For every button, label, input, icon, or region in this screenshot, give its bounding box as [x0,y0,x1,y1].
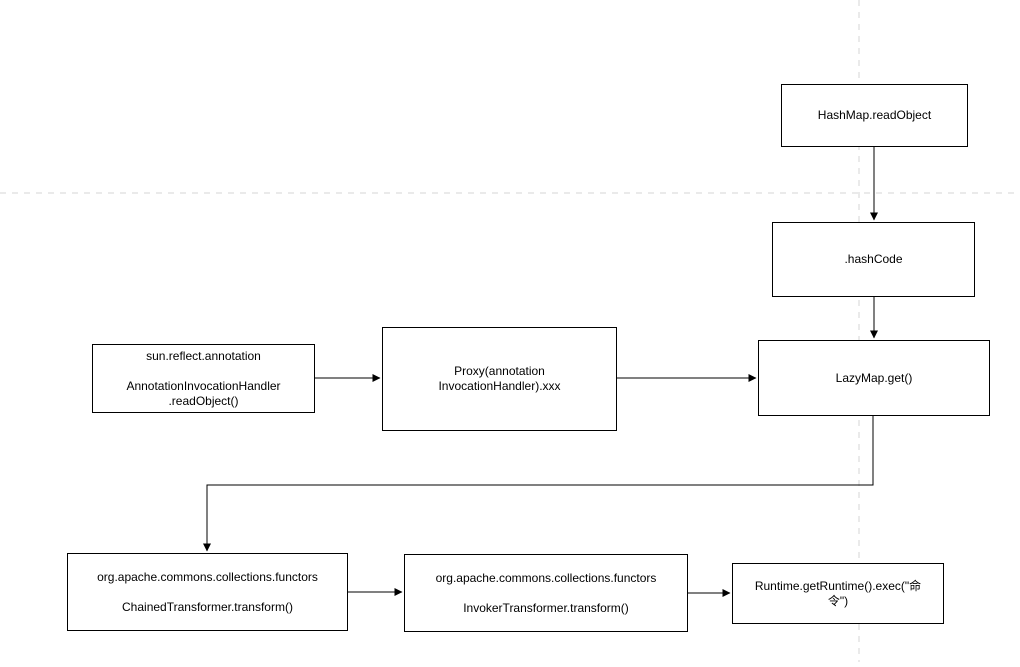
node-hashcode[interactable]: .hashCode [772,222,975,297]
node-lazymap-get[interactable]: LazyMap.get() [758,340,990,416]
node-proxy-label: Proxy(annotation InvocationHandler).xxx [438,364,561,393]
node-runtime-exec-label: Runtime.getRuntime().exec("命 令") [754,578,922,608]
node-annotation-invocation-handler-label: sun.reflect.annotation AnnotationInvocat… [126,348,281,408]
node-proxy[interactable]: Proxy(annotation InvocationHandler).xxx [382,327,617,431]
node-hashmap-readobject[interactable]: HashMap.readObject [781,84,968,147]
node-invoker-transformer-label: org.apache.commons.collections.functors … [435,570,657,615]
node-chained-transformer[interactable]: org.apache.commons.collections.functors … [67,553,348,631]
node-runtime-exec[interactable]: Runtime.getRuntime().exec("命 令") [732,563,944,624]
node-lazymap-get-label: LazyMap.get() [835,370,913,385]
node-hashcode-label: .hashCode [844,252,903,266]
node-annotation-invocation-handler[interactable]: sun.reflect.annotation AnnotationInvocat… [92,344,315,413]
edge-lazymap-to-chainedtransformer [203,416,874,552]
node-hashmap-readobject-label: HashMap.readObject [817,108,932,122]
node-chained-transformer-label: org.apache.commons.collections.functors … [97,569,318,614]
node-invoker-transformer[interactable]: org.apache.commons.collections.functors … [404,554,688,632]
